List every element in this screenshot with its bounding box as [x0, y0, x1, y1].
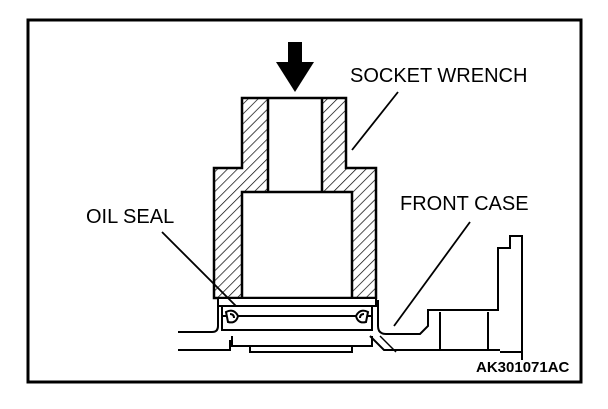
- socket-wrench-leader: [351, 91, 399, 151]
- oil-seal: [217, 297, 377, 331]
- socket-wrench-label: SOCKET WRENCH: [350, 65, 527, 87]
- front-case: [178, 235, 523, 360]
- figure-code: AK301071AC: [476, 359, 570, 376]
- down-arrow-icon: [276, 42, 314, 92]
- front-case-label: FRONT CASE: [400, 193, 529, 215]
- oil-seal-label: OIL SEAL: [86, 206, 174, 228]
- oil-seal-leader: [161, 231, 237, 307]
- front-case-leader: [393, 221, 471, 327]
